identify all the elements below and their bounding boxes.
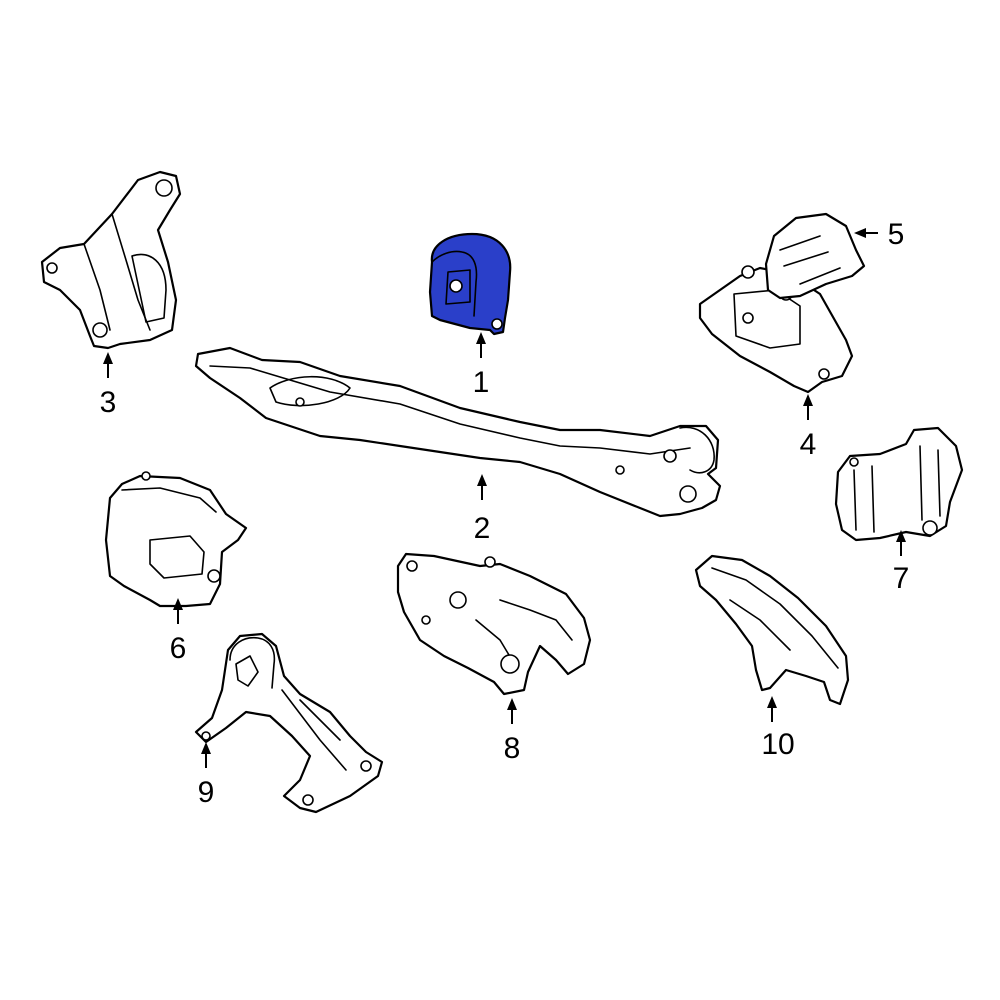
part-5-ridges: [779, 235, 841, 285]
part-10-body: [694, 554, 850, 706]
part-2-body: [194, 346, 722, 518]
part-9-bushing: [235, 655, 259, 687]
part-3-bracket[interactable]: [40, 170, 182, 350]
part-1-engine-mount[interactable]: [428, 232, 512, 336]
part-6-cup: [149, 535, 205, 579]
part-6-top: [121, 487, 217, 513]
part-7-body: [834, 426, 964, 542]
part-6-body: [104, 474, 248, 608]
callout-5: 5: [854, 218, 904, 251]
part-1-stud: [491, 318, 503, 330]
part-4-stud-1: [741, 265, 755, 279]
part-8-hole-4: [421, 615, 431, 625]
part-2-crossmember[interactable]: [194, 346, 722, 518]
callout-8: 8: [504, 698, 521, 765]
part-3-eye: [155, 179, 173, 197]
part-10-heat-shield[interactable]: [694, 554, 850, 706]
part-6-stud: [141, 471, 151, 481]
part-8-arm: [475, 599, 573, 661]
callout-label-6: 6: [170, 632, 187, 665]
callout-label-7: 7: [893, 562, 910, 595]
part-7-bracket[interactable]: [834, 426, 964, 542]
part-9-stud-2: [302, 794, 314, 806]
part-2-inner-recess: [269, 375, 351, 407]
part-2-hole-3: [295, 397, 305, 407]
callout-2: 2: [474, 474, 491, 545]
part-1-face: [445, 269, 471, 305]
callout-1: 1: [473, 332, 490, 399]
part-4-mount[interactable]: [698, 265, 854, 394]
part-9-hole-1: [201, 731, 211, 741]
part-1-side: [431, 250, 478, 317]
part-3-pocket: [131, 253, 167, 323]
part-8-hole-2: [449, 591, 467, 609]
callout-7: 7: [893, 530, 910, 595]
callout-10: 10: [761, 696, 795, 761]
part-9-stud-1: [360, 760, 372, 772]
callout-label-1: 1: [473, 366, 490, 399]
callout-3: 3: [100, 352, 117, 419]
part-9-body: [194, 632, 384, 814]
part-6-hole: [207, 569, 221, 583]
part-8-stud: [484, 556, 496, 568]
callout-label-4: 4: [800, 428, 817, 461]
part-1-bushing-hole: [449, 279, 463, 293]
part-2-hole-4: [615, 465, 625, 475]
callout-label-8: 8: [504, 732, 521, 765]
part-6-mount[interactable]: [104, 471, 248, 608]
part-9-cap: [229, 636, 276, 689]
callout-label-3: 3: [100, 386, 117, 419]
callout-6: 6: [170, 598, 187, 665]
part-8-hole-1: [406, 560, 418, 572]
part-8-hole-3: [500, 654, 520, 674]
part-3-hole-2: [46, 262, 58, 274]
part-7-hole-2: [849, 457, 859, 467]
callout-9: 9: [198, 742, 215, 809]
callout-label-9: 9: [198, 776, 215, 809]
part-2-hole-2: [663, 449, 677, 463]
callout-4: 4: [800, 394, 817, 461]
part-9-rib: [281, 689, 347, 771]
part-4-stud-3: [818, 368, 830, 380]
part-2-hole-1: [679, 485, 697, 503]
part-4-hole: [742, 312, 754, 324]
part-9-mount[interactable]: [194, 632, 384, 814]
part-3-hole: [92, 322, 108, 338]
callout-label-2: 2: [474, 512, 491, 545]
part-8-bracket[interactable]: [396, 552, 592, 696]
part-5-mount-cover[interactable]: [764, 212, 866, 300]
part-2-top-edge: [209, 365, 691, 455]
part-7-hole: [922, 520, 938, 536]
callout-label-5: 5: [888, 218, 905, 251]
part-7-ribs: [853, 445, 941, 533]
part-2-right-end: [679, 426, 715, 474]
part-10-fold: [711, 567, 839, 669]
callout-label-10: 10: [761, 728, 794, 761]
part-3-body: [40, 170, 182, 350]
